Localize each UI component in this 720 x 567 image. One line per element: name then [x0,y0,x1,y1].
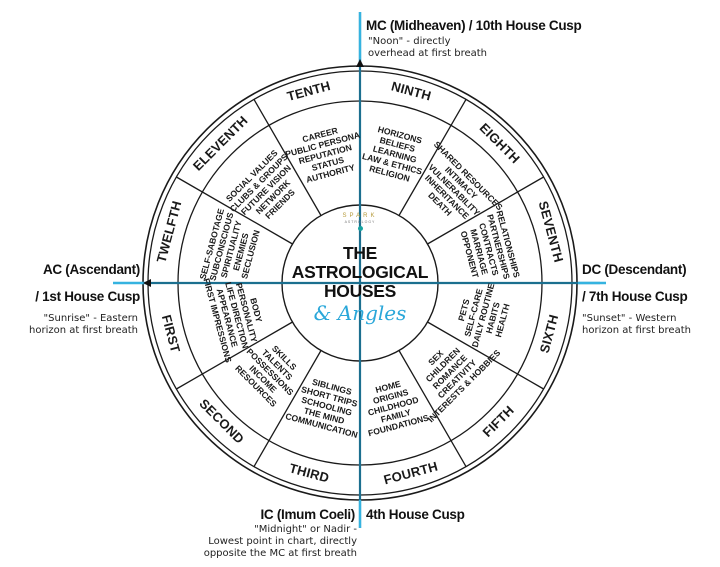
mc-arrow-icon [356,59,364,67]
ac-title-line-1: AC (Ascendant) [42,262,140,277]
ic-desc-line: opposite the MC at first breath [203,548,357,559]
ac-desc-line: "Sunrise" - Eastern [43,313,138,324]
house-label-first: FIRST [159,313,183,354]
dc-description: "Sunset" - Western horizon at first brea… [582,313,691,337]
house-label-eleventh: ELEVENTH [190,113,251,174]
title-accent: & Angles [313,301,407,325]
house-themes-fourth: HOME ORIGINS CHILDHOOD FAMILY FOUNDATION… [367,379,430,439]
house-themes-first: BODY PERSONALITY LIFE DIRECTION APPEARAN… [202,277,265,364]
logo-subtitle: ASTROLOGY [344,220,376,224]
ic-desc-line: "Midnight" or Nadir - [254,524,357,535]
title-line-2: ASTROLOGICAL [291,262,429,282]
house-label-second: SECOND [196,396,247,447]
house-themes-sixth: PETS SELF-CARE DAILY ROUTINE HABITS HEAL… [456,282,512,348]
title-line-3: HOUSES [323,281,397,301]
fourth-house-cusp-title: 4th House Cusp [366,507,465,522]
house-label-eighth: EIGHTH [477,120,523,166]
ic-description: "Midnight" or Nadir - Lowest point in ch… [204,524,357,560]
ac-description: "Sunrise" - Eastern horizon at first bre… [29,313,138,337]
ac-arrow-icon [143,279,151,287]
logo-dot-icon [357,226,363,231]
house-label-fifth: FIFTH [480,403,517,440]
dc-title-line-2: / 7th House Cusp [582,289,688,304]
dc-title-line-1: DC (Descendant) [582,262,687,277]
ic-desc-line: Lowest point in chart, directly [208,536,357,547]
angle-axes [113,12,606,528]
ic-title: IC (Imum Coeli) [260,507,355,522]
house-themes-third: SIBLINGS SHORT TRIPS SCHOOLING THE MIND … [284,377,358,440]
diagram-title: THE ASTROLOGICAL HOUSES [282,244,438,301]
house-label-third: THIRD [288,460,331,485]
mc-description: "Noon" - directly overhead at first brea… [368,36,487,60]
ac-title-line-2: / 1st House Cusp [35,289,140,304]
dc-desc-line: horizon at first breath [582,325,691,336]
spark-astrology-logo: SPARK ASTROLOGY [330,213,390,231]
house-dividers [176,99,544,467]
title-line-1: THE [342,243,378,263]
house-label-sixth: SIXTH [537,313,562,355]
house-themes-ninth: HORIZONS BELIEFS LEARNING LAW & ETHICS R… [361,124,423,184]
dc-desc-line: "Sunset" - Western [582,313,677,324]
ac-desc-line: horizon at first breath [29,325,138,336]
house-themes-eleventh: SOCIAL VALUES CLUBS & GROUPS FUTURE VISI… [224,148,297,221]
logo-name: SPARK [342,213,378,219]
mc-desc-line: "Noon" - directly [368,36,451,47]
mc-desc-line: overhead at first breath [368,48,487,59]
mc-title: MC (Midheaven) / 10th House Cusp [366,18,582,33]
house-themes-tenth: CAREER PUBLIC PERSONA REPUTATION STATUS … [284,125,361,185]
